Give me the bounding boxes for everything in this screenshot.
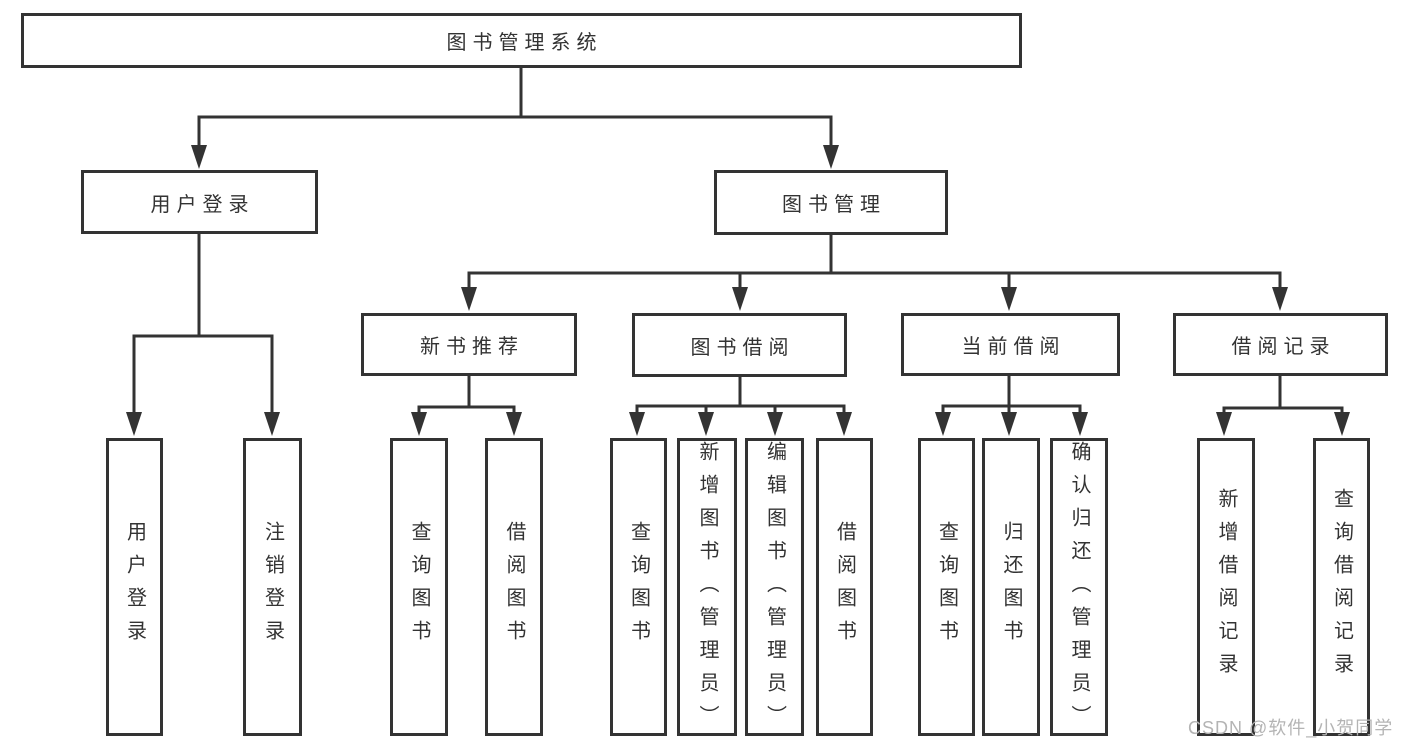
node-new-book-recommend: 新书推荐 — [361, 313, 577, 376]
node-label: 注销登录 — [261, 521, 284, 653]
node-label: 借阅记录 — [1231, 336, 1336, 358]
leaf-query-books-borrow: 查询图书 — [610, 438, 667, 736]
node-label: 新书推荐 — [420, 336, 524, 358]
connector-root — [197, 68, 833, 147]
node-label: 图书管理 — [782, 194, 886, 216]
node-borrow-records: 借阅记录 — [1173, 313, 1388, 376]
arrowhead — [767, 412, 783, 436]
node-label: 查询图书 — [408, 521, 430, 653]
arrowhead — [506, 412, 522, 436]
node-label: 借阅图书 — [833, 521, 856, 653]
arrowhead — [732, 287, 748, 311]
leaf-return-book: 归还图书 — [982, 438, 1040, 736]
node-label: 确认归还（管理员） — [1068, 441, 1090, 738]
arrowhead — [1216, 412, 1232, 436]
arrowhead — [823, 145, 839, 169]
connector-user-login — [132, 233, 274, 414]
arrowhead — [191, 145, 207, 169]
leaf-edit-book-admin: 编辑图书（管理员） — [745, 438, 804, 738]
node-label: 图书借阅 — [690, 336, 795, 359]
node-label: 新增图书（管理员） — [696, 441, 718, 738]
leaf-query-borrow-record: 查询借阅记录 — [1313, 438, 1370, 736]
node-label: 借阅图书 — [503, 521, 525, 653]
arrowhead — [1334, 412, 1350, 436]
leaf-query-books-current: 查询图书 — [918, 438, 975, 736]
arrowhead — [935, 412, 951, 436]
node-label: 图书管理系统 — [446, 32, 603, 54]
connector-book-management — [467, 234, 1282, 289]
node-current-borrow: 当前借阅 — [901, 313, 1120, 376]
arrowhead — [264, 412, 280, 436]
leaf-add-borrow-record: 新增借阅记录 — [1197, 438, 1255, 736]
leaf-borrow-books-recommend: 借阅图书 — [485, 438, 543, 736]
connector-current-borrow — [941, 375, 1082, 414]
arrowhead — [629, 412, 645, 436]
node-label: 归还图书 — [1000, 521, 1022, 653]
leaf-query-books-recommend: 查询图书 — [390, 438, 448, 736]
arrowhead — [1272, 287, 1288, 311]
arrowhead — [1072, 412, 1088, 436]
connector-borrow-records — [1222, 375, 1344, 414]
arrowhead — [411, 412, 427, 436]
node-root: 图书管理系统 — [21, 13, 1022, 68]
node-label: 查询图书 — [935, 521, 958, 653]
node-label: 当前借阅 — [961, 336, 1066, 358]
node-user-login: 用户登录 — [81, 170, 318, 234]
arrowhead — [461, 287, 477, 311]
leaf-add-book-admin: 新增图书（管理员） — [677, 438, 737, 738]
node-label: 编辑图书（管理员） — [763, 441, 786, 738]
arrowhead — [1001, 287, 1017, 311]
leaf-borrow-books: 借阅图书 — [816, 438, 873, 736]
node-label: 查询借阅记录 — [1330, 488, 1353, 686]
arrowhead — [126, 412, 142, 436]
leaf-logout: 注销登录 — [243, 438, 302, 736]
connector-book-borrow — [635, 376, 846, 414]
node-book-management: 图书管理 — [714, 170, 948, 235]
node-label: 用户登录 — [150, 193, 255, 216]
node-label: 查询图书 — [627, 521, 650, 653]
node-book-borrow: 图书借阅 — [632, 313, 847, 377]
leaf-user-login: 用户登录 — [106, 438, 163, 736]
arrowhead — [698, 412, 714, 436]
node-label: 新增借阅记录 — [1215, 488, 1237, 686]
node-label: 用户登录 — [123, 521, 146, 653]
connector-new-book — [417, 375, 516, 414]
arrowhead — [1001, 412, 1017, 436]
watermark: CSDN @软件_小贺同学 — [1188, 718, 1394, 738]
leaf-confirm-return-admin: 确认归还（管理员） — [1050, 438, 1108, 738]
arrowhead — [836, 412, 852, 436]
